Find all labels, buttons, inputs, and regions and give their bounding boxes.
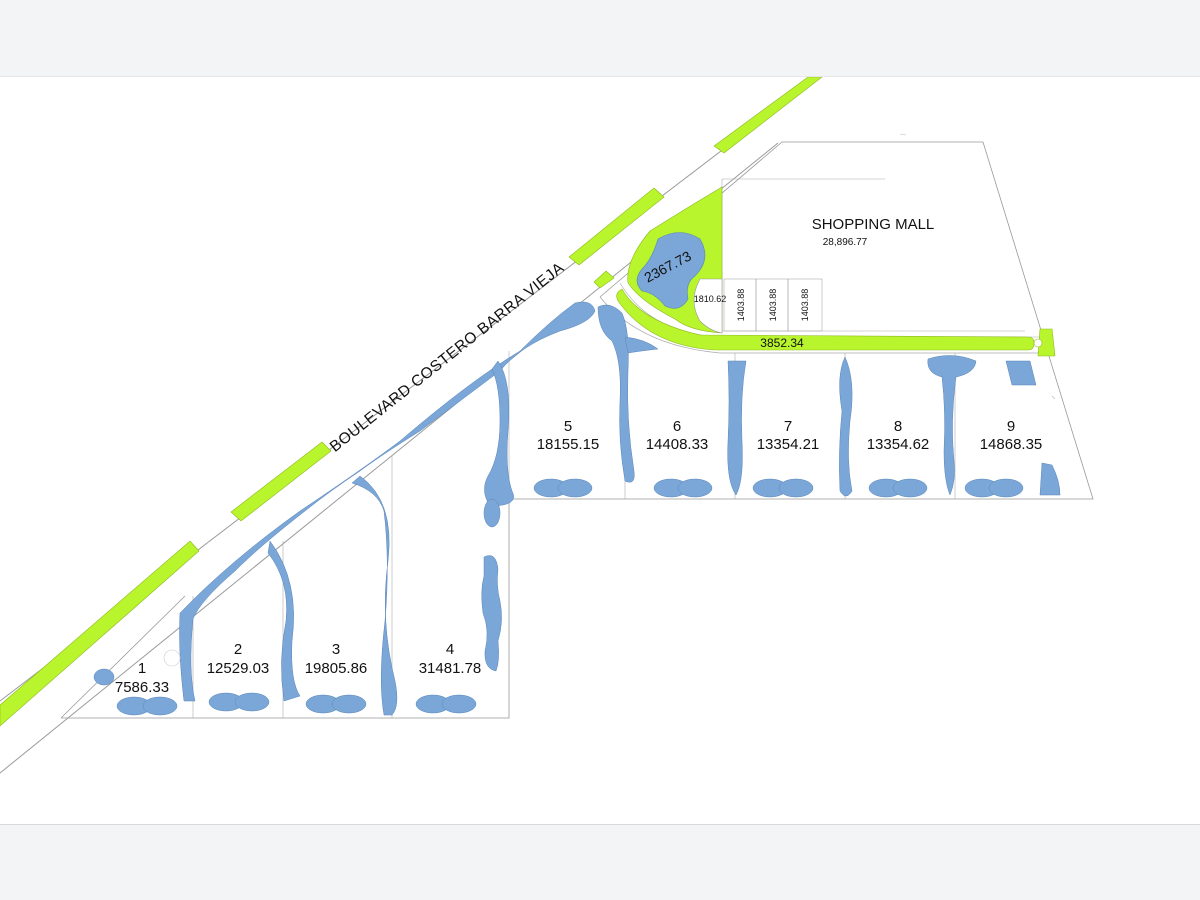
mall-name: SHOPPING MALL — [812, 216, 935, 233]
lot-area: 14868.35 — [980, 436, 1043, 453]
lot-area: 31481.78 — [419, 660, 482, 677]
main-canal — [179, 301, 596, 702]
median-strip — [0, 540, 200, 727]
branch-canal — [727, 360, 747, 496]
lot-number: 3 — [332, 641, 340, 658]
green-strip-label: 3852.34 — [760, 336, 804, 350]
property-boundary — [61, 141, 1094, 719]
pond — [636, 232, 706, 309]
lot-number: 4 — [446, 641, 454, 658]
median-strip — [593, 270, 615, 289]
site-plan-map: BOULEVARD COSTERO BARRA VIEJA SHOPPING M… — [0, 77, 1094, 774]
green-area: 2367.73 1810.62 — [627, 186, 727, 334]
branch-canal — [839, 356, 853, 497]
boundary-ticks — [899, 133, 1056, 400]
green-strip: 3852.34 — [616, 288, 1056, 357]
lot-number: 9 — [1007, 418, 1015, 435]
lot-8: 8 13354.62 — [867, 418, 930, 453]
median-strip — [230, 441, 332, 522]
survey-marker — [163, 649, 181, 667]
road-name-label: BOULEVARD COSTERO BARRA VIEJA — [327, 259, 568, 456]
lot-number: 5 — [564, 418, 572, 435]
branch-canal — [267, 540, 301, 702]
lot-4: 4 31481.78 — [419, 641, 482, 677]
lot-number: 6 — [673, 418, 681, 435]
lot-labels: 1 7586.33 2 12529.03 3 19805.86 4 31481.… — [115, 418, 1042, 696]
lot-9: 9 14868.35 — [980, 418, 1043, 453]
lot-area: 12529.03 — [207, 660, 270, 677]
lot-5: 5 18155.15 — [537, 418, 600, 453]
lot-number: 1 — [138, 660, 146, 677]
small-lot-label: 1403.88 — [800, 289, 810, 322]
branch-canal — [351, 475, 398, 716]
lot-area: 18155.15 — [537, 436, 600, 453]
small-lots: 1403.88 1403.88 1403.88 — [723, 278, 823, 332]
water-features — [93, 301, 1061, 716]
lot-7: 7 13354.21 — [757, 418, 820, 453]
boulevard — [0, 77, 819, 774]
lot-6: 6 14408.33 — [646, 418, 709, 453]
lot-area: 7586.33 — [115, 679, 169, 696]
pond — [483, 498, 501, 528]
branch-canal — [597, 304, 635, 483]
lot-3: 3 19805.86 — [305, 641, 368, 677]
lot-2: 2 12529.03 — [207, 641, 270, 677]
lot-number: 8 — [894, 418, 902, 435]
property-boundary-west — [60, 595, 186, 719]
branch-canal — [481, 555, 502, 672]
lot-area: 13354.21 — [757, 436, 820, 453]
branch-canal — [927, 355, 977, 496]
lot-area: 13354.62 — [867, 436, 930, 453]
median-strip — [568, 187, 665, 266]
access-lot — [693, 278, 723, 334]
access-lot-label: 1810.62 — [694, 294, 727, 304]
pond — [1039, 462, 1061, 496]
small-lot-label: 1403.88 — [768, 289, 778, 322]
lot-area: 14408.33 — [646, 436, 709, 453]
small-lot-label: 1403.88 — [736, 289, 746, 322]
median-strips — [0, 77, 823, 727]
cul-de-sac-island — [1033, 338, 1043, 348]
lot-number: 2 — [234, 641, 242, 658]
pond — [93, 668, 115, 686]
map-viewer: BOULEVARD COSTERO BARRA VIEJA SHOPPING M… — [0, 76, 1200, 825]
lot-number: 7 — [784, 418, 792, 435]
pond — [1005, 360, 1037, 386]
branch-canal — [624, 336, 659, 354]
lot-area: 19805.86 — [305, 660, 368, 677]
median-strip — [713, 77, 823, 154]
mall-area: 28,896.77 — [823, 237, 868, 248]
lot-1: 1 7586.33 — [115, 660, 169, 696]
